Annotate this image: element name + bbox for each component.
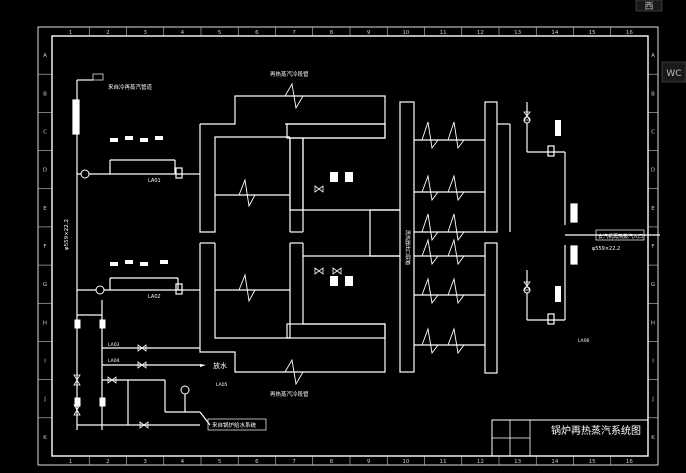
bottom-inlet-label: 来自锅炉给水系统 [212,421,257,429]
pipe-tag-4: LA04 [108,358,120,364]
row-index-left: A B C D E F G H I J K [38,53,52,441]
column-top-11: 11 [440,30,447,36]
row-left-F: F [43,244,46,250]
corner-tab-right-text: WC [666,69,681,79]
column-bottom-7: 7 [292,459,296,465]
row-left-I: I [44,359,46,365]
row-left-D: D [43,168,47,174]
row-right-E: E [651,206,655,212]
column-top-6: 6 [255,30,259,36]
break-marks [238,82,465,386]
column-bottom-1: 1 [69,459,73,465]
row-left-C: C [43,129,47,135]
column-top-13: 13 [514,30,521,36]
right-pipe-label: φ559×22.2 [592,246,620,252]
column-bottom-8: 8 [330,459,334,465]
left-inlet-label: 来自冷再蒸汽管道 [108,83,153,91]
row-left-E: E [43,206,47,212]
drawing-title: 锅炉再热蒸汽系统图 [551,424,641,437]
column-top-8: 8 [330,30,334,36]
outer-frame [37,26,659,466]
row-right-I: I [652,359,654,365]
column-top-5: 5 [218,30,222,36]
row-right-J: J [651,397,654,403]
corner-tab-left[interactable]: 西 [635,0,663,12]
column-top-7: 7 [292,30,296,36]
column-top-3: 3 [143,30,147,36]
column-top-16: 16 [626,30,633,36]
column-top-2: 2 [106,30,110,36]
row-right-K: K [651,435,655,441]
row-left-B: B [43,91,47,97]
column-bottom-11: 11 [440,459,447,465]
column-bottom-13: 13 [514,459,521,465]
row-left-G: G [43,282,47,288]
top-pipe-label: 再热蒸汽冷段管 [270,70,309,78]
row-left-H: H [43,320,47,326]
row-left-A: A [43,53,47,59]
inner-frame [51,35,649,457]
water-out-label: 放水 [213,361,227,370]
column-bottom-9: 9 [367,459,371,465]
pipe-linework [72,79,660,430]
row-right-D: D [651,168,655,174]
pipe-tag-2: LA02 [148,294,161,300]
pipe-tag-3: LA03 [108,342,120,348]
column-top-12: 12 [477,30,484,36]
column-bottom-2: 2 [106,459,110,465]
column-top-14: 14 [551,30,558,36]
row-right-F: F [651,244,654,250]
column-bottom-5: 5 [218,459,222,465]
corner-tab-right[interactable]: WC [661,61,686,83]
column-bottom-12: 12 [477,459,484,465]
column-top-9: 9 [367,30,371,36]
pipe-tag-1: LA01 [148,178,161,184]
column-bottom-4: 4 [181,459,185,465]
column-top-4: 4 [181,30,185,36]
column-bottom-16: 16 [626,459,633,465]
right-outlet-label: 去汽机再热蒸汽入口 [598,233,643,240]
center-header-label: 再热器出口联箱 [404,230,411,265]
row-left-K: K [43,435,47,441]
bottom-pipe-label: 再热蒸汽冷段管 [270,390,309,398]
pipe-tag-5: LA05 [216,382,228,388]
row-left-J: J [43,397,46,403]
row-right-A: A [651,53,655,59]
row-right-H: H [651,320,655,326]
left-vertical-label: φ559×22.2 [64,219,70,250]
row-right-G: G [651,282,655,288]
column-bottom-6: 6 [255,459,259,465]
column-top-10: 10 [402,30,409,36]
title-block: 锅炉再热蒸汽系统图 [491,419,649,457]
instrument-clusters [110,120,561,302]
row-index-right: A B C D E F G H I J K [648,53,658,441]
corner-tab-left-text: 西 [644,1,653,12]
row-right-B: B [651,91,655,97]
column-bottom-15: 15 [589,459,596,465]
row-right-C: C [651,129,655,135]
column-bottom-3: 3 [143,459,147,465]
valve-symbols [73,111,531,429]
pipe-tag-6: LA06 [578,338,590,344]
column-top-1: 1 [69,30,73,36]
diagram-labels: 再热蒸汽冷段管 再热蒸汽冷段管 来自冷再蒸汽管道 φ559×22.2 放水 来自… [64,70,645,431]
column-bottom-10: 10 [402,459,409,465]
column-top-15: 15 [589,30,596,36]
column-bottom-14: 14 [551,459,558,465]
